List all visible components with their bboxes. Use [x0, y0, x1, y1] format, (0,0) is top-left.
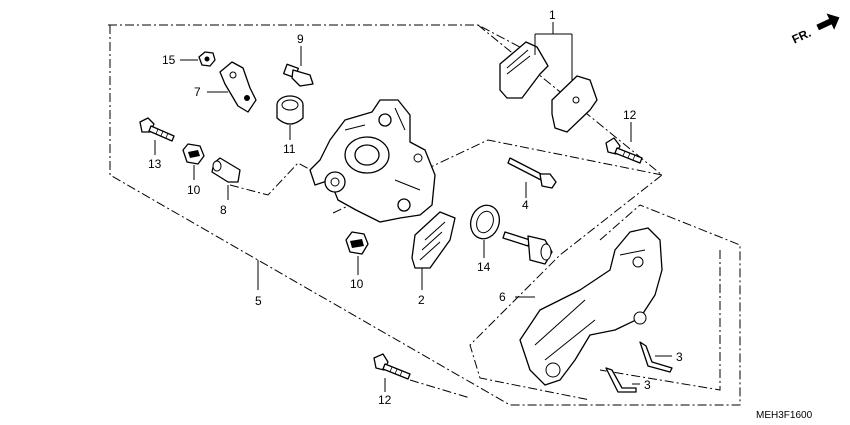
nut-part-10-lower [345, 231, 369, 255]
callout-2: 2 [418, 293, 425, 307]
callout-10-upper: 10 [187, 183, 201, 197]
bolt-part-12-upper [605, 137, 643, 164]
callout-9: 9 [297, 32, 304, 46]
direction-label: FR. [790, 26, 813, 47]
callout-3-lower: 3 [644, 378, 651, 392]
callouts: 1 2 3 3 4 5 6 7 8 9 10 10 11 12 12 13 14… [148, 8, 683, 407]
pad-pin-part-4 [507, 157, 557, 189]
callout-3-upper: 3 [676, 350, 683, 364]
callout-4: 4 [522, 198, 529, 212]
callout-13: 13 [148, 157, 162, 171]
assembly-outline-bracket [599, 204, 721, 391]
retainer-clip-part-3-lower [605, 367, 637, 393]
nut-part-15 [198, 51, 216, 67]
plate-part-7 [219, 61, 257, 113]
pin-part-8 [211, 157, 241, 183]
callout-1: 1 [549, 8, 556, 22]
bolt-part-13 [139, 117, 175, 142]
seal-part-14 [469, 204, 501, 240]
callout-15: 15 [162, 53, 176, 67]
callout-14: 14 [477, 260, 491, 274]
drawing-code: MEH3F1600 [756, 410, 813, 421]
slide-pin [502, 231, 553, 265]
caliper-body [309, 99, 436, 223]
leader-lines [154, 22, 672, 392]
direction-indicator: FR. [790, 13, 840, 47]
callout-6: 6 [499, 290, 506, 304]
bleeder-part-9 [283, 63, 314, 87]
pad-spring-part-2 [411, 211, 456, 269]
callout-11: 11 [283, 142, 296, 156]
callout-7: 7 [194, 85, 201, 99]
callout-5: 5 [255, 294, 262, 308]
arrow-right-icon [816, 13, 840, 31]
assembly-outline-pads [469, 24, 663, 401]
retainer-clip-part-3-upper [639, 341, 673, 373]
caliper-bracket-part-6 [519, 227, 663, 386]
sleeve-part-11 [276, 95, 304, 125]
bolt-12-lower-line [409, 379, 471, 399]
callout-8: 8 [220, 203, 227, 217]
brake-pad-set [499, 41, 598, 133]
callout-12-lower: 12 [378, 393, 392, 407]
brake-pad-right [551, 75, 598, 133]
bolt-part-12-lower [373, 353, 411, 380]
callout-10-lower: 10 [350, 277, 364, 291]
nut-part-10-upper [182, 143, 205, 165]
brake-pad-left [499, 41, 549, 99]
callout-12-upper: 12 [623, 108, 637, 122]
